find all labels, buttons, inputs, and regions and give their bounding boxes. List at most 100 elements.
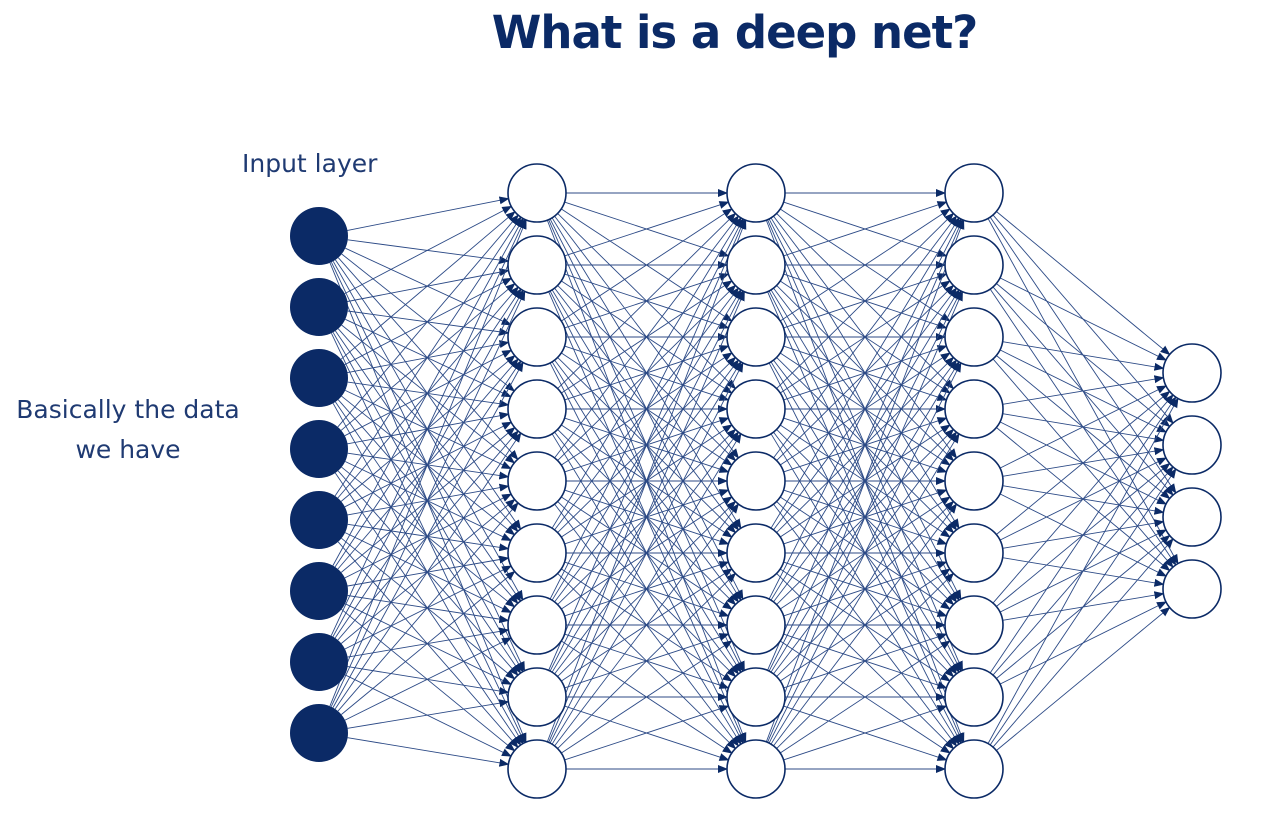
hidden1-neuron-8 [507,667,567,727]
connection-l2-n5-to-n0 [770,216,960,529]
connection-l0-n7-to-n1 [330,290,526,707]
hidden2-neuron-5 [726,451,786,511]
connection-l3-n5-to-n0 [996,390,1171,535]
neurons [290,163,1222,799]
connection-l3-n2-to-n0 [1002,341,1165,371]
connection-l0-n7-to-n2 [332,361,524,708]
connection-l3-n8-to-n0 [987,397,1179,744]
connection-l1-n4-to-n0 [554,215,740,459]
connection-l1-n8-to-n3 [551,432,742,745]
input-neuron-5 [290,491,348,549]
connection-l2-n8-to-n3 [770,432,960,745]
connection-l0-n1-to-n0 [344,205,513,294]
input-layer-label: Input layer [242,149,378,178]
hidden3-neuron-6 [944,523,1004,583]
connection-l2-n8-to-n7 [783,705,948,761]
connection-l2-n3-to-n0 [776,212,955,389]
connection-l1-n8-to-n5 [557,572,737,749]
input-neuron-7 [290,633,348,691]
hidden3-neuron-2 [944,235,1004,295]
connection-l1-n6-to-n0 [549,218,744,600]
output-neuron-4 [1162,559,1222,619]
hidden2-neuron-3 [726,307,786,367]
connection-l0-n5-to-n8 [341,608,516,752]
hidden2-neuron-9 [726,739,786,799]
connection-l1-n8-to-n4 [554,503,740,747]
connection-l1-n2-to-n0 [560,208,733,322]
connection-l3-n6-to-n0 [992,394,1174,604]
connection-l2-n8-to-n0 [765,219,965,743]
hidden1-neuron-3 [507,307,567,367]
connection-l3-n0-to-n0 [996,211,1171,356]
hidden2-neuron-6 [726,523,786,583]
connection-l1-n8-to-n1 [548,290,745,743]
connection-l0-n0-to-n0 [347,196,510,231]
input-description-line1: Basically the data [16,395,240,424]
connection-l0-n1-to-n4 [341,324,516,464]
input-description: Basically the data we have [8,390,248,470]
connection-l3-n7-to-n0 [989,396,1177,674]
connection-l3-n8-to-n1 [989,468,1177,746]
connection-l0-n7-to-n5 [341,570,516,715]
connection-l2-n6-to-n0 [768,218,962,600]
connection-l3-n8-to-n2 [992,538,1174,748]
connection-l0-n4-to-n7 [341,537,516,680]
hidden3-neuron-8 [944,667,1004,727]
connection-l0-n7-to-n8 [347,737,510,767]
input-neuron-2 [290,278,348,336]
connection-l3-n3-to-n0 [1002,375,1165,405]
input-neuron-3 [290,349,348,407]
output-neuron-1 [1162,343,1222,403]
hidden2-neuron-2 [726,235,786,295]
hidden3-neuron-4 [944,379,1004,439]
input-neuron-6 [290,562,348,620]
hidden2-neuron-7 [726,595,786,655]
connection-l0-n6-to-n0 [330,218,526,636]
connection-l1-n3-to-n0 [557,212,737,389]
hidden3-neuron-3 [944,307,1004,367]
hidden3-neuron-1 [944,163,1004,223]
connection-l1-n8-to-n7 [564,705,730,761]
connection-l2-n8-to-n5 [776,572,955,749]
connection-l0-n5-to-n0 [332,217,524,566]
connection-l3-n4-to-n0 [999,385,1167,469]
connection-l2-n8-to-n4 [773,503,958,747]
slide-title: What is a deep net? [491,6,978,59]
hidden2-neuron-8 [726,667,786,727]
connection-l0-n7-to-n7 [347,699,510,729]
hidden3-neuron-7 [944,595,1004,655]
connection-l0-n0-to-n3 [341,253,516,392]
hidden3-neuron-5 [944,451,1004,511]
hidden1-neuron-4 [507,379,567,439]
connections [329,189,1179,773]
connection-l0-n4-to-n0 [334,216,522,497]
hidden1-neuron-7 [507,595,567,655]
connection-l1-n8-to-n0 [546,219,747,743]
connection-l2-n4-to-n0 [773,215,958,459]
connection-l0-n6-to-n8 [344,674,512,757]
input-neuron-8 [290,704,348,762]
connection-l0-n2-to-n6 [337,399,519,605]
connection-l0-n2-to-n0 [340,211,516,360]
output-neuron-3 [1162,487,1222,547]
connection-l1-n5-to-n0 [551,216,742,529]
connection-l0-n7-to-n6 [344,637,512,721]
connection-l0-n3-to-n6 [341,466,516,608]
connection-l3-n1-to-n0 [999,277,1167,361]
connection-l0-n3-to-n7 [337,470,519,676]
connection-l0-n0-to-n2 [345,247,512,326]
output-neuron-2 [1162,415,1222,475]
connection-l0-n2-to-n5 [341,395,516,536]
connection-l2-n2-to-n0 [779,208,951,322]
hidden1-neuron-6 [507,523,567,583]
connection-l3-n8-to-n3 [996,606,1171,751]
connection-l0-n4-to-n6 [344,532,512,613]
connection-l1-n7-to-n0 [548,218,745,671]
connection-l1-n1-to-n0 [564,201,730,257]
connection-l0-n7-to-n0 [329,218,527,707]
input-neuron-1 [290,207,348,265]
connection-l2-n8-to-n1 [767,290,963,743]
input-neuron-4 [290,420,348,478]
connection-l0-n1-to-n5 [337,328,519,533]
